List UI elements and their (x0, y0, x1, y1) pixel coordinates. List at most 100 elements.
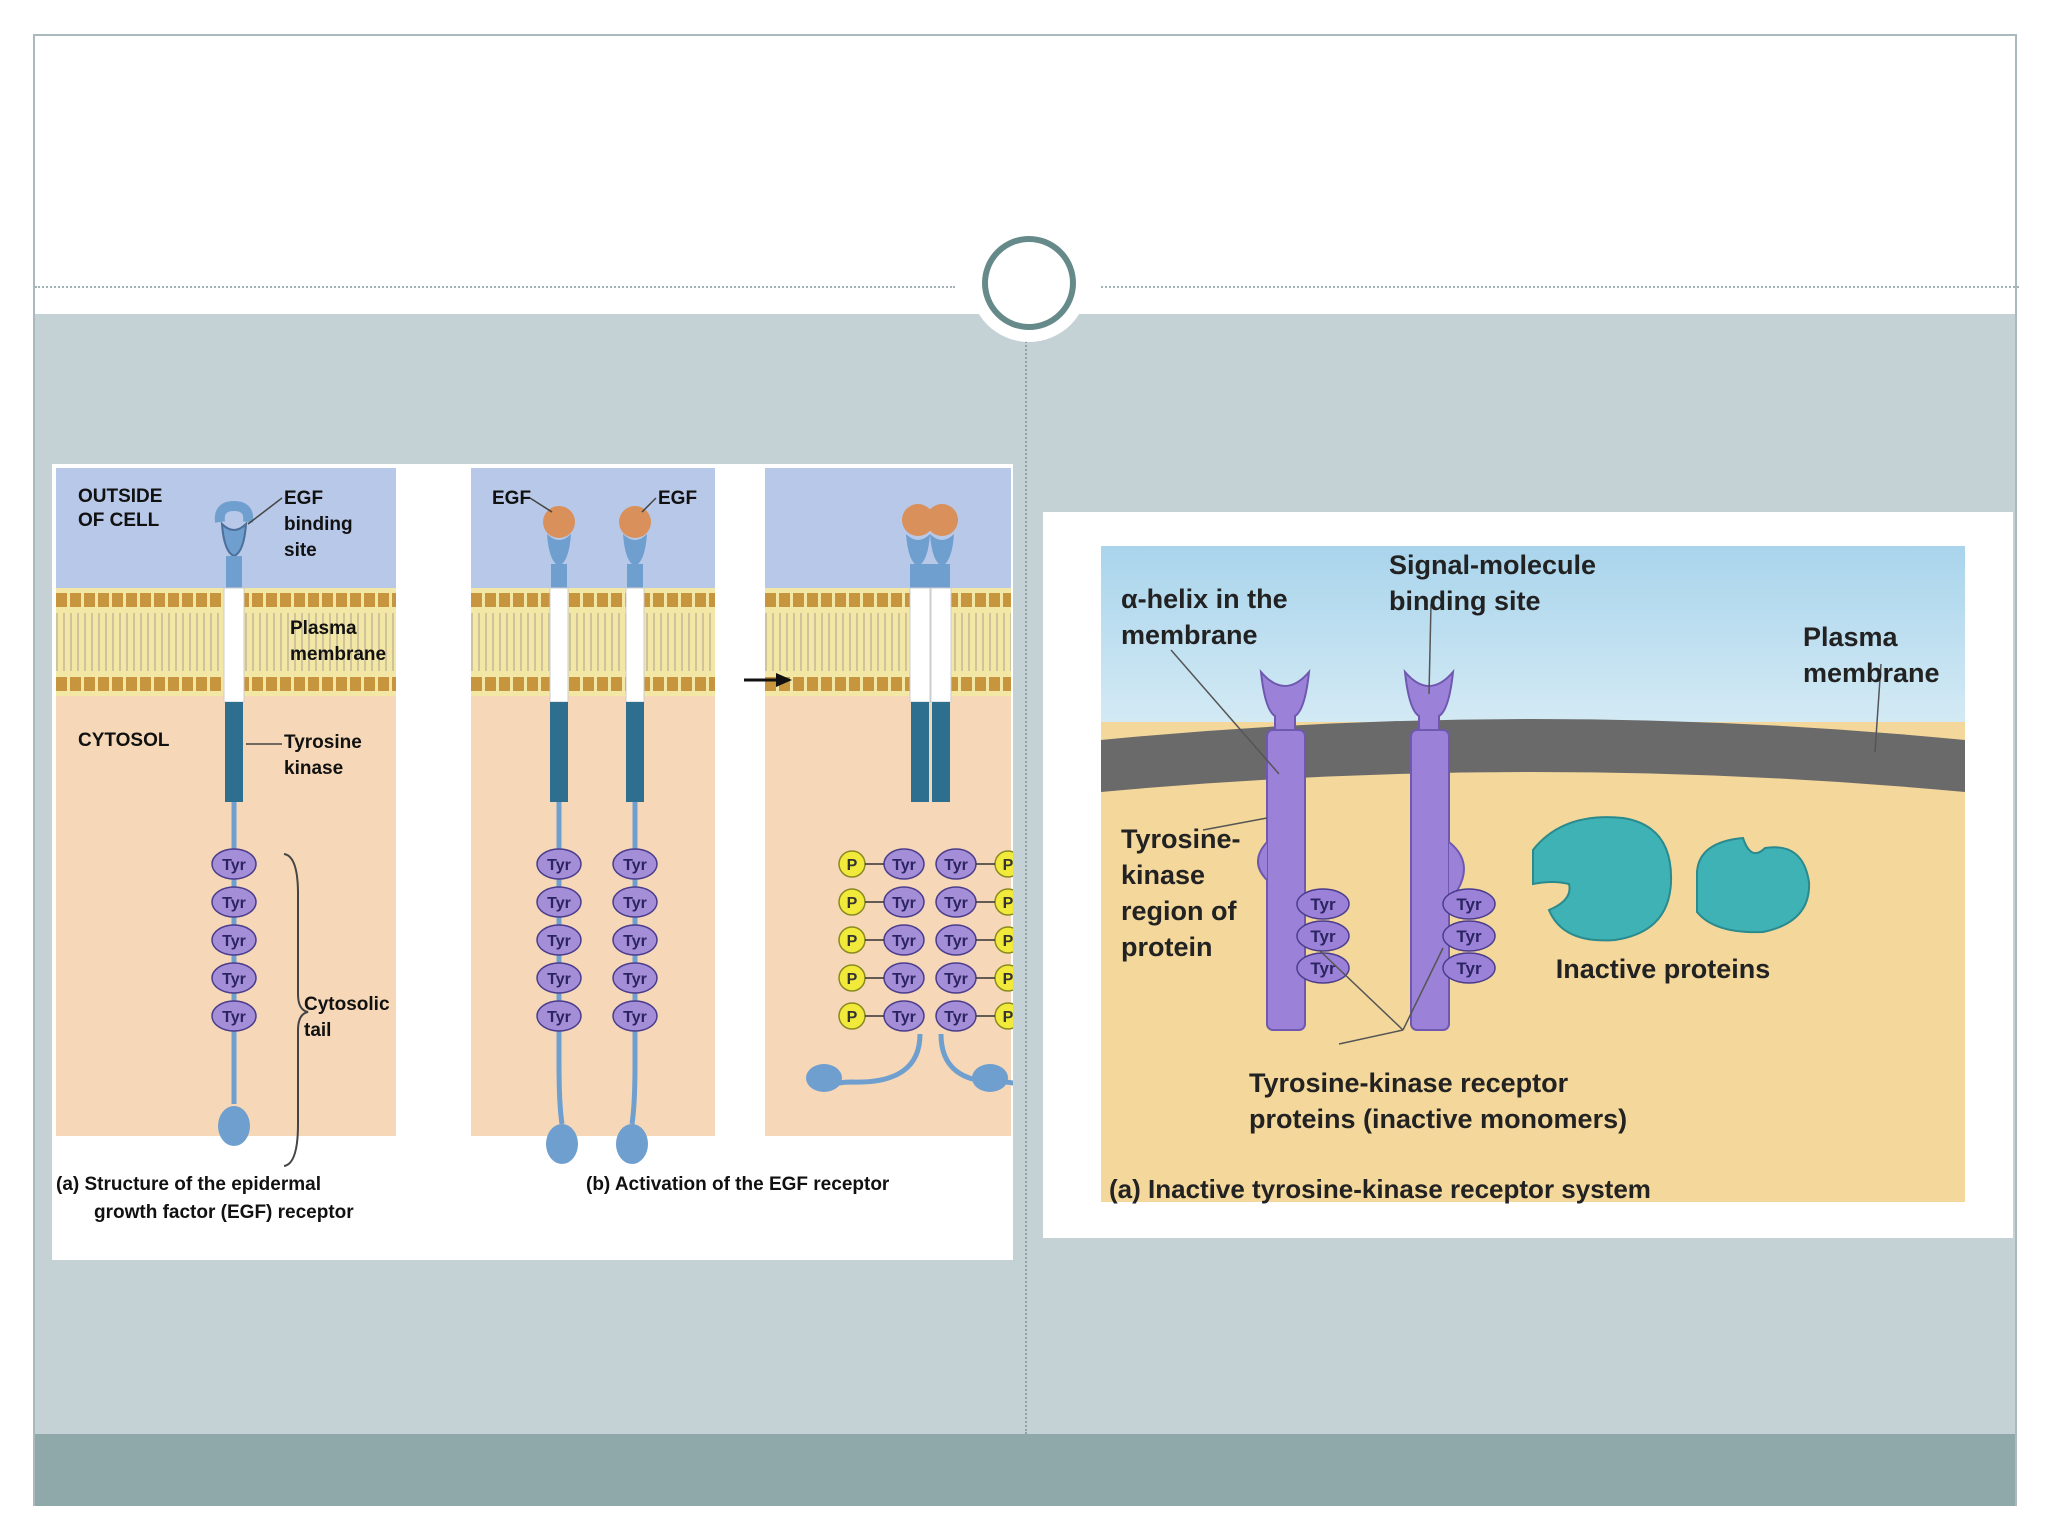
svg-text:Tyr: Tyr (1310, 959, 1336, 978)
tyr-residue: Tyr (935, 962, 977, 994)
svg-text:P: P (847, 857, 858, 874)
tyr-residue: Tyr (211, 886, 257, 918)
phosphate-badge: P (838, 888, 866, 916)
header-divider-left (35, 286, 955, 288)
activation-arrow (744, 673, 792, 687)
panel-b1-cytosol (471, 696, 715, 1136)
membrane-b2 (765, 588, 1011, 696)
svg-text:Tyr: Tyr (222, 857, 246, 874)
caption-b: (b) Activation of the EGF receptor (586, 1174, 890, 1195)
tyr-residue: Tyr (883, 886, 925, 918)
svg-text:Tyr: Tyr (892, 971, 916, 988)
svg-text:Tyr: Tyr (547, 971, 571, 988)
egf-label-right: EGF (658, 488, 697, 509)
phosphate-badge: P (994, 888, 1013, 916)
plasma-membrane-band (1101, 719, 1965, 792)
svg-text:Tyr: Tyr (222, 1009, 246, 1026)
tyr-residue: Tyr (935, 924, 977, 956)
phosphate-badge: P (838, 964, 866, 992)
membrane-b1 (471, 588, 715, 696)
tyr-residue: Tyr (612, 962, 658, 994)
egf-receptor-pair-inactive (543, 506, 651, 1164)
inactive-protein-1 (1532, 816, 1673, 942)
inactive-proteins-label: Inactive proteins (1556, 954, 1771, 984)
caption-right: (a) Inactive tyrosine-kinase receptor sy… (1109, 1174, 1651, 1204)
phosphate-badge: P (838, 850, 866, 878)
svg-text:Tyr: Tyr (892, 857, 916, 874)
tyr-residue: Tyr (1296, 888, 1350, 920)
phosphate-badge: P (994, 964, 1013, 992)
tyr-residue: Tyr (612, 1000, 658, 1032)
tyr-residue: Tyr (935, 1000, 977, 1032)
svg-text:P: P (1003, 857, 1013, 874)
svg-text:P: P (847, 933, 858, 950)
svg-text:Tyr: Tyr (222, 933, 246, 950)
egf-label-left: EGF (492, 488, 531, 509)
phosphate-badge: P (838, 1002, 866, 1030)
slide-footer (35, 1434, 2015, 1506)
svg-text:Tyr: Tyr (944, 857, 968, 874)
svg-text:Tyr: Tyr (892, 895, 916, 912)
tyr-residue: Tyr (1442, 888, 1496, 920)
ring-ornament (970, 224, 1088, 342)
svg-text:P: P (847, 1009, 858, 1026)
phosphate-badge: P (994, 1002, 1013, 1030)
tyr-residue: Tyr (536, 924, 582, 956)
svg-text:Tyr: Tyr (623, 933, 647, 950)
tyr-residue: Tyr (211, 1000, 257, 1032)
cytoplasm-region (1101, 722, 1965, 1202)
svg-text:P: P (847, 971, 858, 988)
tyr-residue: Tyr (612, 886, 658, 918)
tyr-residue: Tyr (1442, 952, 1496, 984)
tyr-residue: Tyr (536, 962, 582, 994)
svg-text:Tyr: Tyr (222, 895, 246, 912)
rtk-receptor-left (1257, 668, 1311, 1031)
tyr-residue: Tyr (1296, 952, 1350, 984)
tyr-residue: Tyr (612, 848, 658, 880)
column-divider (1025, 314, 1027, 1434)
svg-text:P: P (847, 895, 858, 912)
tyr-residue: Tyr (536, 886, 582, 918)
svg-text:Tyr: Tyr (892, 1009, 916, 1026)
tyr-residue: Tyr (883, 848, 925, 880)
tyr-residue: Tyr (211, 848, 257, 880)
svg-text:Tyr: Tyr (547, 895, 571, 912)
svg-text:Tyr: Tyr (623, 1009, 647, 1026)
tyr-residue: Tyr (536, 848, 582, 880)
svg-text:P: P (1003, 933, 1013, 950)
egf-receptor-dimer-active (806, 504, 1013, 1092)
tyr-residue: Tyr (935, 848, 977, 880)
tyr-residue: Tyr (883, 1000, 925, 1032)
cytosol-label: CYTOSOL (78, 730, 170, 751)
svg-text:P: P (1003, 1009, 1013, 1026)
svg-text:Tyr: Tyr (944, 1009, 968, 1026)
svg-text:Tyr: Tyr (944, 933, 968, 950)
tyr-residue: Tyr (1296, 920, 1350, 952)
svg-text:Tyr: Tyr (944, 971, 968, 988)
inactive-protein-2 (1696, 836, 1811, 934)
svg-text:Tyr: Tyr (1456, 959, 1482, 978)
svg-text:Tyr: Tyr (892, 933, 916, 950)
panel-b2-cytosol (765, 696, 1011, 1136)
tail-bracket (283, 853, 309, 1167)
tyr-residue: Tyr (935, 886, 977, 918)
panel-b2-outside (765, 468, 1011, 588)
svg-text:Tyr: Tyr (1310, 927, 1336, 946)
svg-text:Tyr: Tyr (1456, 927, 1482, 946)
egf-receptor-monomer (214, 500, 254, 1146)
svg-text:Tyr: Tyr (1456, 895, 1482, 914)
